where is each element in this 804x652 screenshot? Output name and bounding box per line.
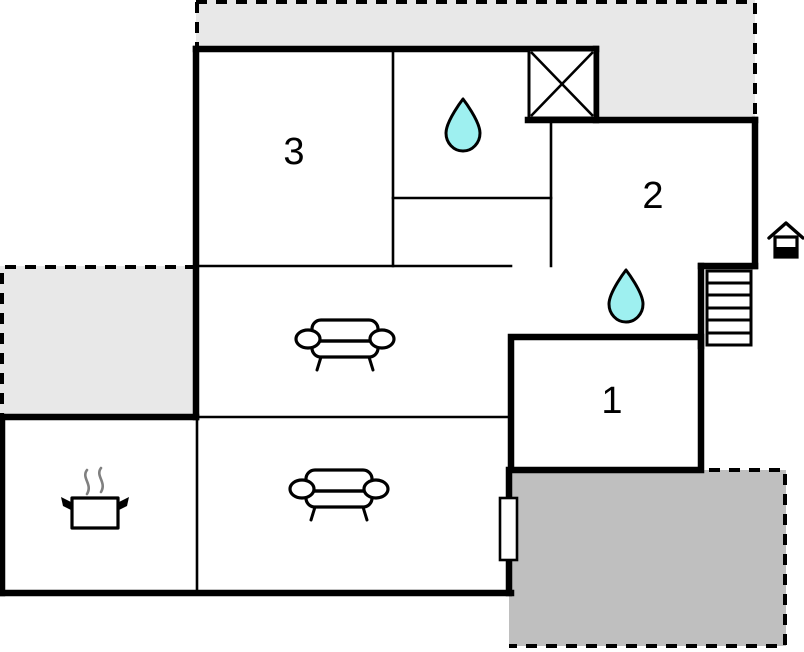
terrace-outlines (0, 0, 787, 648)
room-labels: 3 2 1 (283, 131, 663, 422)
exterior-walls (0, 45, 759, 597)
room-label-3: 3 (283, 131, 304, 173)
terrace-left (0, 266, 196, 417)
stairs-icon (705, 269, 753, 347)
room-label-1: 1 (601, 380, 622, 422)
room-label-2: 2 (642, 175, 663, 217)
shaft-cross-icon (527, 48, 597, 120)
terrace-bottom-right-outline (509, 468, 787, 648)
terrace-top-outline (196, 0, 757, 123)
door-icon (498, 496, 519, 562)
interior-walls (194, 47, 703, 595)
terrace-left-outline (0, 265, 196, 417)
terrace-bottom-right (509, 470, 786, 646)
house-shed-icon (767, 221, 804, 259)
